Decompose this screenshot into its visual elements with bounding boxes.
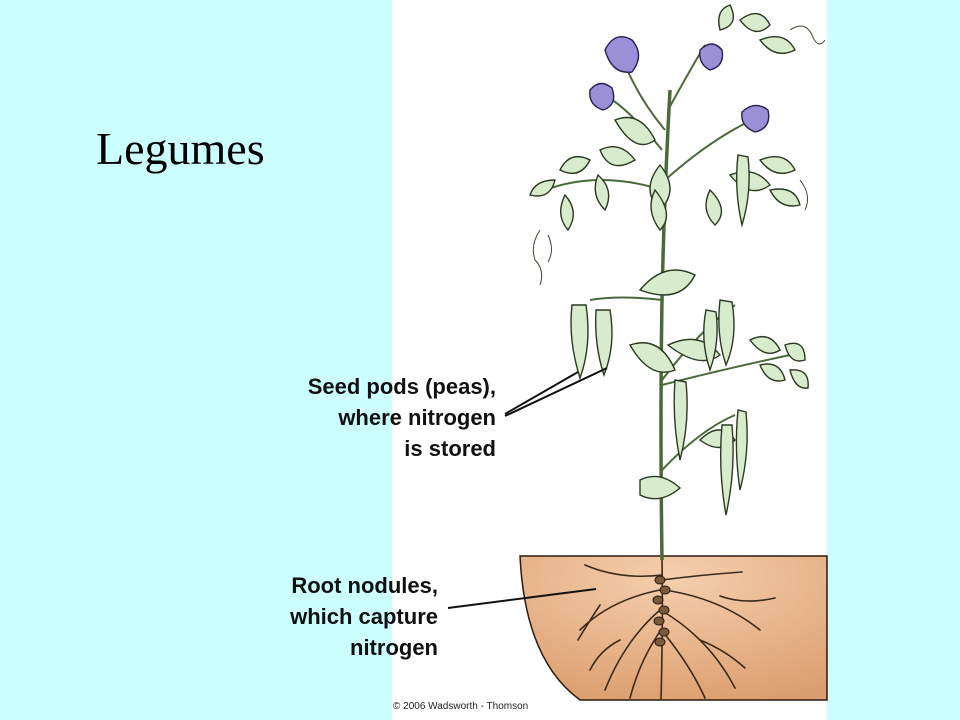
flowers	[589, 36, 770, 133]
pointer-seed-pod-2	[504, 367, 608, 417]
root-nodules-label-line-2: which capture	[290, 604, 438, 629]
root-nodules	[652, 575, 671, 647]
flower	[604, 36, 640, 74]
seed-pods-label: Seed pods (peas), where nitrogen is stor…	[230, 371, 496, 464]
seed-pods	[570, 154, 750, 516]
slide-title: Legumes	[96, 123, 265, 174]
seed-pods-label-line-2: where nitrogen	[338, 405, 496, 430]
pointer-lines	[447, 367, 608, 609]
flower	[741, 104, 770, 133]
flower	[699, 43, 724, 71]
copyright-notice: © 2006 Wadsworth - Thomson	[393, 701, 529, 712]
seed-pods-label-line-3: is stored	[404, 436, 496, 461]
pointer-seed-pod-1	[504, 371, 579, 415]
roots	[577, 559, 776, 701]
pointer-root-nodules	[447, 588, 597, 609]
root-nodules-label: Root nodules, which capture nitrogen	[196, 570, 438, 663]
soil	[519, 555, 828, 701]
root-nodules-label-line-3: nitrogen	[350, 635, 438, 660]
seed-pods-label-line-1: Seed pods (peas),	[307, 374, 496, 399]
root-nodules-label-line-1: Root nodules,	[291, 573, 438, 598]
tendrils	[532, 25, 826, 286]
flower	[589, 82, 615, 111]
leaves	[529, 4, 809, 500]
